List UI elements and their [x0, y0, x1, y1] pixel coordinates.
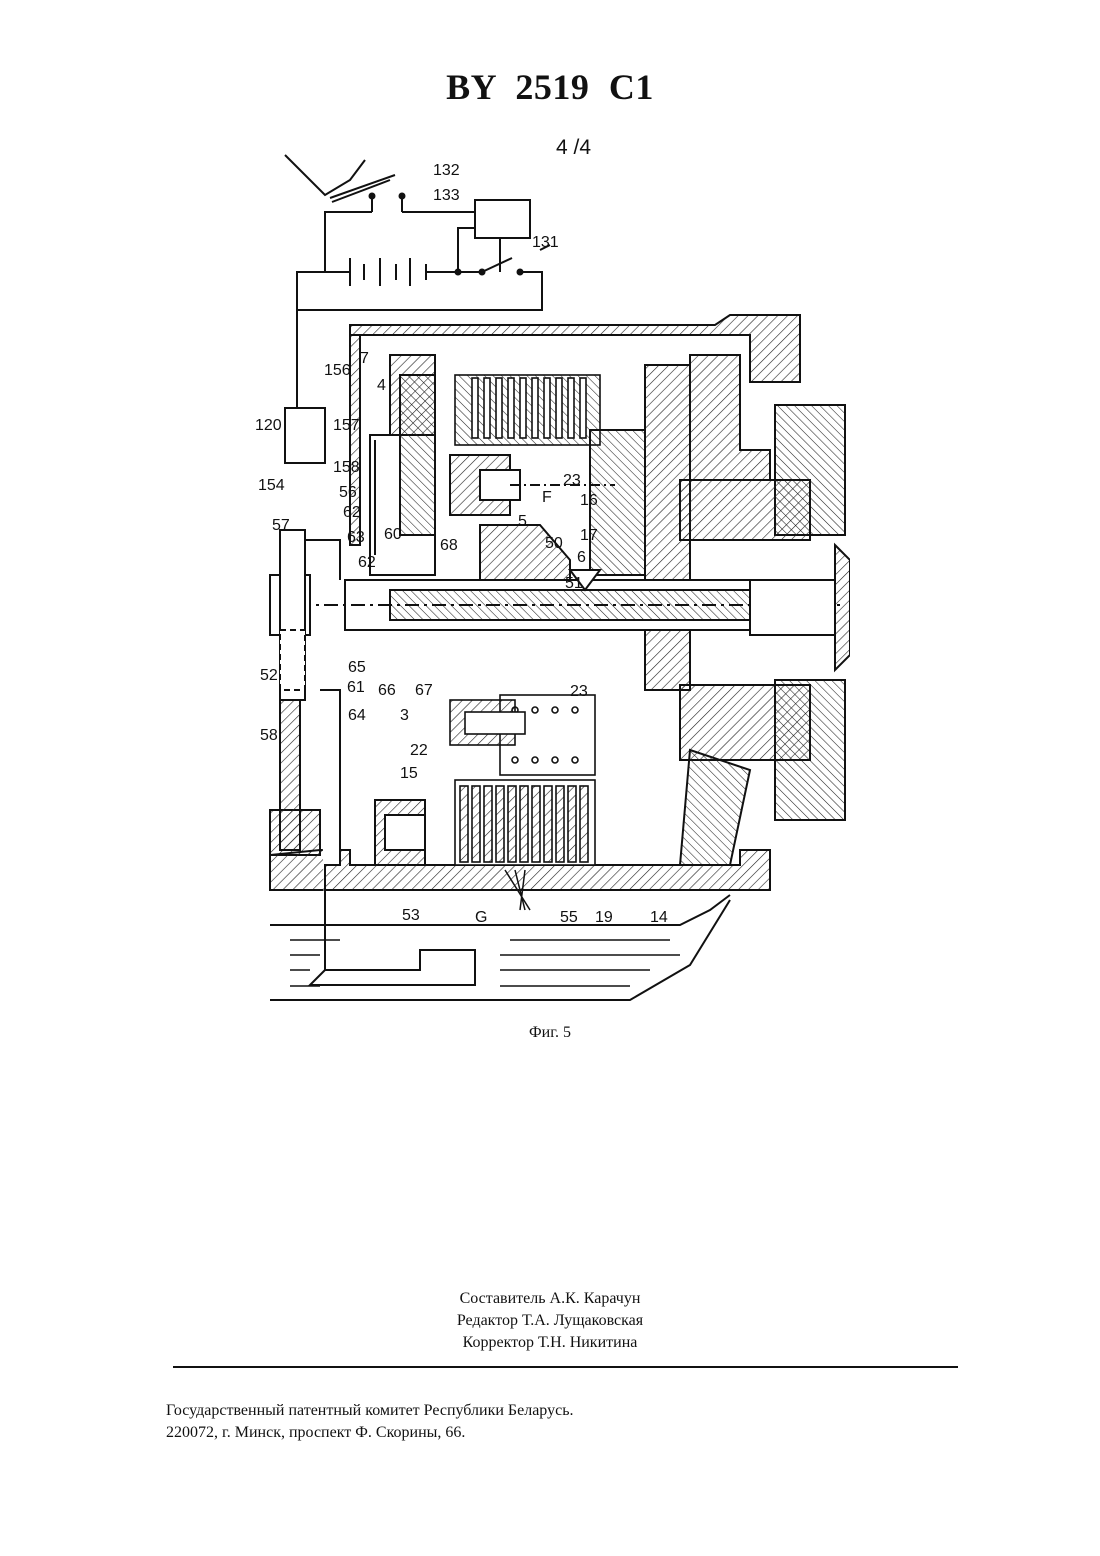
patent-number-heading: BY 2519 C1: [0, 66, 1100, 108]
callout-label: 52: [260, 667, 278, 684]
callout-label: 156: [324, 362, 351, 379]
publisher-name: Государственный патентный комитет Респуб…: [166, 1400, 574, 1422]
clutch-pack-upper: [455, 375, 600, 445]
callout-label: 133: [433, 187, 460, 204]
callout-label: 53: [402, 907, 420, 924]
callout-label: 14: [650, 909, 668, 926]
separator-rule: [173, 1366, 958, 1368]
callout-label: 56: [339, 484, 357, 501]
callout-label: 67: [415, 682, 433, 699]
callout-label: 57: [272, 517, 290, 534]
callout-label: 3: [400, 707, 409, 724]
callout-label: 23: [570, 683, 588, 700]
callout-label: F: [542, 489, 552, 506]
callout-label: 62: [358, 554, 376, 571]
callout-label: 23: [563, 472, 581, 489]
callout-label: 22: [410, 742, 428, 759]
callout-label: 131: [532, 234, 559, 251]
callout-label: 158: [333, 459, 360, 476]
callout-label: 60: [384, 526, 402, 543]
callout-label: 7: [360, 350, 369, 367]
callout-label: 19: [595, 909, 613, 926]
editor-line: Редактор Т.А. Лущаковская: [0, 1310, 1100, 1332]
callout-label: 120: [255, 417, 282, 434]
callout-label: 58: [260, 727, 278, 744]
callout-label: 6: [577, 549, 586, 566]
publisher-address: 220072, г. Минск, проспект Ф. Скорины, 6…: [166, 1422, 574, 1444]
callout-label: 66: [378, 682, 396, 699]
callout-label: 61: [347, 679, 365, 696]
clutch-pack-lower: [450, 695, 595, 865]
corrector-line: Корректор Т.Н. Никитина: [0, 1332, 1100, 1354]
callout-label: 64: [348, 707, 366, 724]
callout-label: 157: [333, 417, 360, 434]
callout-label: 154: [258, 477, 285, 494]
callout-label: 63: [347, 529, 365, 546]
callout-label: 51: [565, 575, 583, 592]
callout-label: 132: [433, 162, 460, 179]
callout-label: 5: [518, 513, 527, 530]
callout-label: 15: [400, 765, 418, 782]
credits-block: Составитель А.К. Карачун Редактор Т.А. Л…: [0, 1288, 1100, 1354]
callout-label: 65: [348, 659, 366, 676]
callout-label: 68: [440, 537, 458, 554]
callout-label: 17: [580, 527, 598, 544]
callout-label: 50: [545, 535, 563, 552]
publisher-block: Государственный патентный комитет Респуб…: [166, 1400, 574, 1444]
callout-label: 4: [377, 377, 386, 394]
callout-label: 16: [580, 492, 598, 509]
figure-caption: Фиг. 5: [0, 1024, 1100, 1042]
callout-label: 55: [560, 909, 578, 926]
compiler-line: Составитель А.К. Карачун: [0, 1288, 1100, 1310]
lower-gear: [375, 800, 425, 865]
figure-5-drawing: 1321331311567412015715415856576263606268…: [250, 150, 850, 1020]
callout-label: 62: [343, 504, 361, 521]
hand-on-lever: [285, 155, 395, 202]
callout-label: G: [475, 909, 487, 926]
